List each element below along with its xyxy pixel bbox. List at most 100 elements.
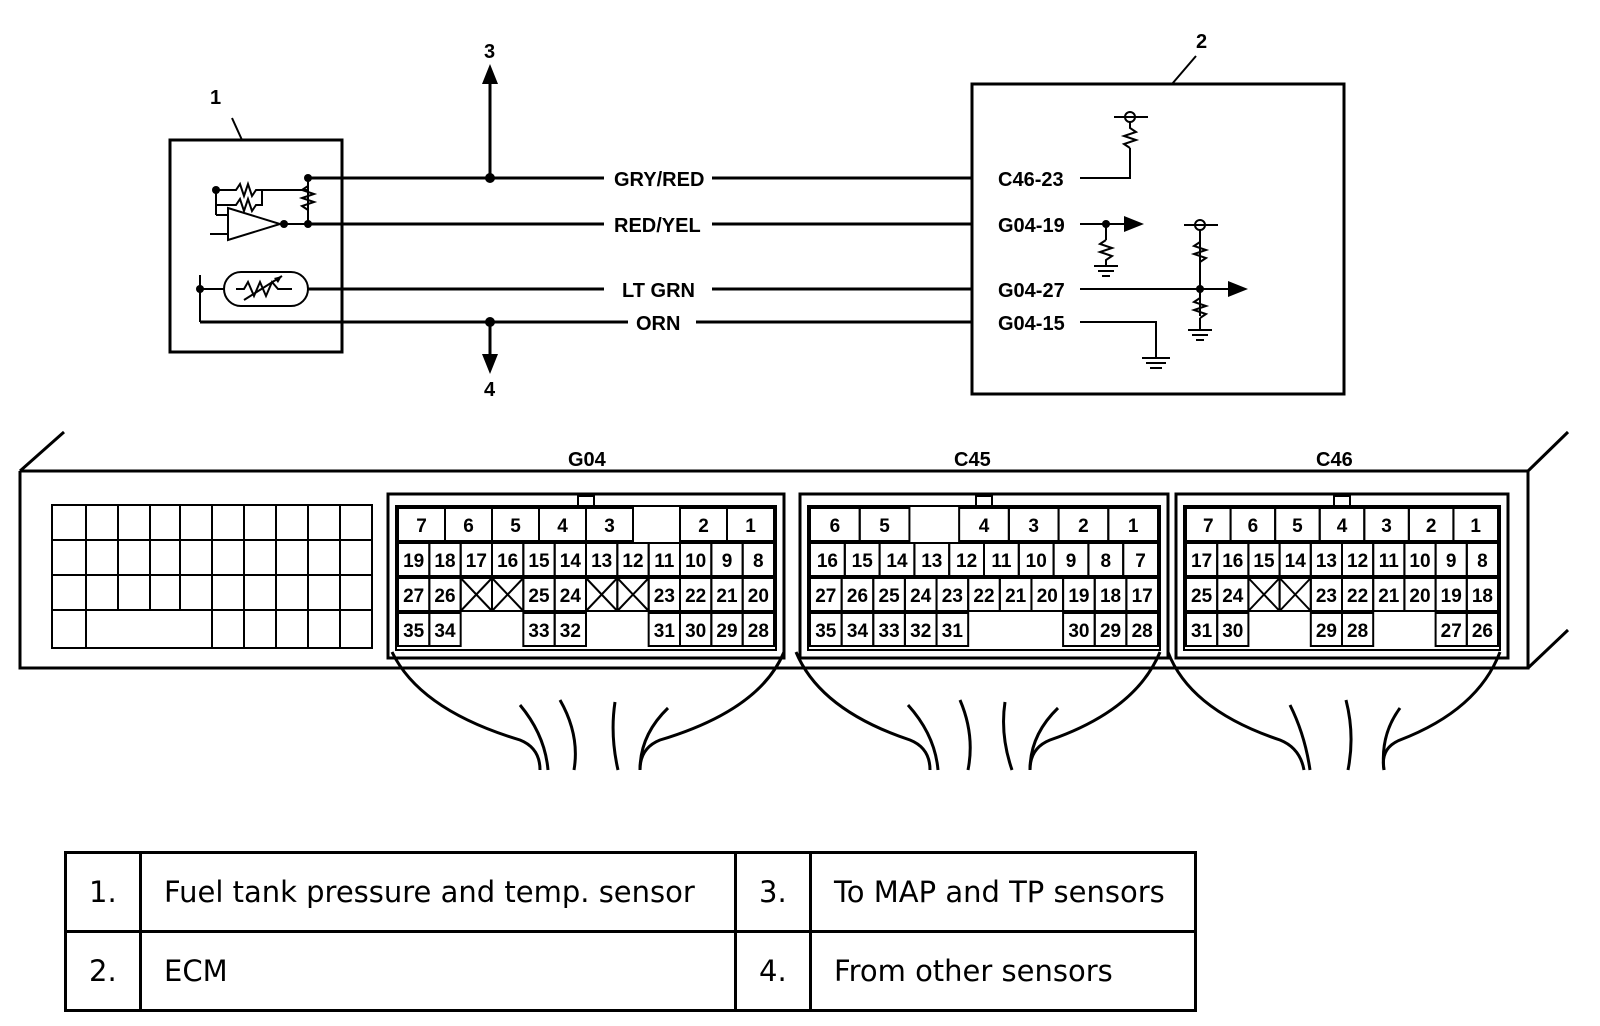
- pin-number: 26: [434, 586, 455, 607]
- pin-cell: [1216, 612, 1250, 647]
- pin-number: 21: [1005, 586, 1027, 607]
- pin-number: 28: [1347, 621, 1368, 642]
- pin-number: 23: [942, 586, 963, 607]
- pin-number: 24: [1222, 586, 1244, 607]
- pin-number: 20: [748, 586, 769, 607]
- wiring-diagram: 1 GRY/RED RED/YEL LT GRN: [18, 31, 1570, 771]
- pin-number: 10: [1026, 551, 1047, 572]
- pin-number: 23: [1316, 586, 1337, 607]
- pin-number: 22: [1347, 586, 1368, 607]
- pin-number: 8: [1477, 551, 1488, 572]
- pin-number: 11: [991, 551, 1012, 572]
- blank-pin-mark: [616, 577, 650, 612]
- pin-number: 6: [830, 516, 841, 537]
- pin-number: 3: [1028, 516, 1039, 537]
- blank-pin-mark: [1247, 577, 1281, 612]
- pin-number: 34: [434, 621, 456, 642]
- legend-row: 1. Fuel tank pressure and temp. sensor 3…: [64, 851, 1197, 933]
- pin-cell: [1465, 612, 1500, 647]
- ecm: 2 C46-23 G04-19 G04-27 G04-15: [970, 31, 1346, 396]
- pin-number: 5: [879, 516, 890, 537]
- terminal-g04-15: G04-15: [998, 313, 1065, 335]
- callout-4: 4: [484, 379, 496, 401]
- pin-cell: [858, 507, 911, 542]
- pin-cell: [1125, 577, 1160, 612]
- pin-number: 1: [1128, 516, 1139, 537]
- pin-number: 5: [510, 516, 521, 537]
- pin-number: 33: [528, 621, 549, 642]
- legend-index: 4.: [734, 930, 812, 1012]
- connector-shell: [798, 492, 1170, 660]
- pin-number: 2: [1078, 516, 1089, 537]
- pin-number: 30: [1222, 621, 1243, 642]
- pin-number: 27: [1441, 621, 1462, 642]
- pin-cell: [741, 542, 776, 577]
- pin-number: 25: [528, 586, 550, 607]
- pin-number: 2: [698, 516, 709, 537]
- connector-shell: [1174, 492, 1510, 660]
- harness-wires: [390, 651, 1502, 771]
- terminal-g04-19: G04-19: [998, 215, 1065, 237]
- pin-cell: [935, 612, 970, 647]
- pin-number: 12: [1347, 551, 1368, 572]
- pin-number: 16: [817, 551, 838, 572]
- pin-number: 30: [685, 621, 706, 642]
- pin-number: 31: [1191, 621, 1213, 642]
- pin-cell: [1125, 612, 1160, 647]
- pin-number: 15: [528, 551, 550, 572]
- wire-label-lt-grn: LT GRN: [622, 280, 695, 302]
- pin-number: 28: [748, 621, 769, 642]
- terminal-g04-27: G04-27: [998, 280, 1065, 302]
- pin-number: 17: [466, 551, 487, 572]
- pin-number: 24: [560, 586, 582, 607]
- pin-number: 29: [1316, 621, 1337, 642]
- pin-number: 19: [403, 551, 424, 572]
- pin-number: 12: [622, 551, 643, 572]
- legend-index: 2.: [64, 930, 142, 1012]
- branch-to-map-tp: 3: [482, 41, 498, 183]
- pin-number: 6: [1248, 516, 1259, 537]
- ecm-connector-face: [18, 430, 1570, 670]
- pin-number: 1: [745, 516, 756, 537]
- connector-label-g04: G04: [568, 449, 607, 471]
- pin-number: 22: [973, 586, 994, 607]
- pin-number: 21: [1378, 586, 1400, 607]
- pin-cell: [428, 612, 462, 647]
- pin-number: 25: [1191, 586, 1213, 607]
- pin-number: 6: [463, 516, 474, 537]
- pin-number: 18: [1100, 586, 1121, 607]
- blank-pin-mark: [491, 577, 525, 612]
- pin-cell: [726, 507, 775, 542]
- pin-number: 20: [1037, 586, 1058, 607]
- pin-number: 27: [403, 586, 424, 607]
- pin-number: 7: [416, 516, 427, 537]
- pin-number: 13: [591, 551, 612, 572]
- pin-number: 19: [1441, 586, 1462, 607]
- legend-text: ECM: [139, 930, 737, 1012]
- pin-cell: [741, 612, 776, 647]
- pin-number: 14: [560, 551, 582, 572]
- pin-number: 3: [604, 516, 615, 537]
- pin-number: 7: [1203, 516, 1214, 537]
- wire-label-red-yel: RED/YEL: [614, 215, 701, 237]
- callout-3: 3: [484, 41, 495, 63]
- pin-number: 4: [979, 516, 990, 537]
- pin-cell: [553, 612, 588, 647]
- connector-key: [1333, 495, 1351, 507]
- pin-number: 3: [1381, 516, 1392, 537]
- pin-number: 20: [1409, 586, 1430, 607]
- pin-number: 23: [654, 586, 675, 607]
- legend-text: Fuel tank pressure and temp. sensor: [139, 851, 737, 933]
- pin-number: 12: [956, 551, 977, 572]
- wires: GRY/RED RED/YEL LT GRN ORN: [200, 169, 972, 335]
- blank-pin-mark: [1278, 577, 1312, 612]
- pin-cell: [1452, 507, 1500, 542]
- pin-number: 9: [722, 551, 733, 572]
- pin-number: 7: [1135, 551, 1146, 572]
- branch-from-other-sensors: 4: [482, 317, 498, 401]
- legend-text: From other sensors: [809, 930, 1197, 1012]
- pin-number: 34: [847, 621, 869, 642]
- terminal-c46-23: C46-23: [998, 169, 1064, 191]
